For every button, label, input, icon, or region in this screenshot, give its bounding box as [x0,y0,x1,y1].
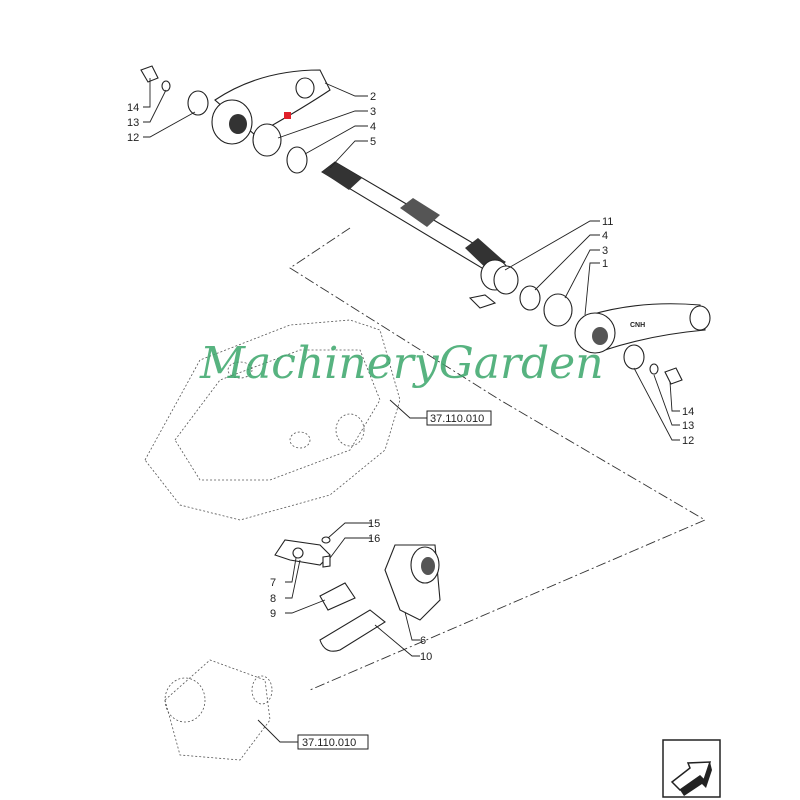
washer-3-right [543,293,573,327]
washer-3 [252,123,282,157]
callout-4: 4 [370,121,376,133]
bolt-14 [140,65,159,83]
callout-3: 3 [602,245,608,257]
callout-6: 6 [420,635,426,647]
lever-10 [319,609,386,652]
reference-link-1[interactable]: 37.110.010 [426,410,492,426]
bushing-11 [468,259,519,309]
callout-14: 14 [682,406,694,418]
callout-3: 3 [370,106,376,118]
pin-9 [319,582,356,611]
washer-12 [187,90,209,116]
next-page-arrow-icon[interactable] [662,739,721,798]
rear-axle-housing [144,319,401,521]
callout-9: 9 [270,608,276,620]
washer-12-right [623,344,645,370]
callout-4: 4 [602,230,608,242]
leader-lines [143,78,680,743]
reference-link-1-label[interactable]: 37.110.010 [430,413,484,425]
washer-13 [161,80,171,92]
callout-11: 11 [602,216,613,228]
watermark: MachineryGarden [199,338,604,389]
callout-12: 12 [127,132,139,144]
callout-13: 13 [682,420,694,432]
lift-cylinder-housing [164,659,273,761]
callout-16: 16 [368,533,380,545]
washer-13-right [649,363,659,375]
callout-5: 5 [370,136,376,148]
bolt-14-right [664,367,683,385]
callout-1: 1 [602,258,608,270]
seal-4 [286,146,308,174]
callout-15: 15 [368,518,380,530]
washer-15 [321,536,331,544]
screw-16 [322,555,331,568]
callout-13: 13 [127,117,139,129]
arm-logo: CNH [630,322,645,329]
left-lift-arm [211,69,331,145]
lift-arm-6 [384,544,441,621]
screw-8 [292,547,304,559]
callout-12: 12 [682,435,694,447]
marker-square [284,112,291,119]
callout-8: 8 [270,593,276,605]
reference-link-2[interactable]: 37.110.010 [297,734,369,750]
callout-7: 7 [270,577,276,589]
reference-link-2-label[interactable]: 37.110.010 [302,737,356,749]
seal-4-right [519,285,541,311]
splined-shaft [321,161,506,275]
assembly-guide-line [289,227,706,691]
right-lift-arm: CNH [574,303,711,354]
callout-10: 10 [420,651,432,663]
callout-2: 2 [370,91,376,103]
callout-14: 14 [127,102,139,114]
